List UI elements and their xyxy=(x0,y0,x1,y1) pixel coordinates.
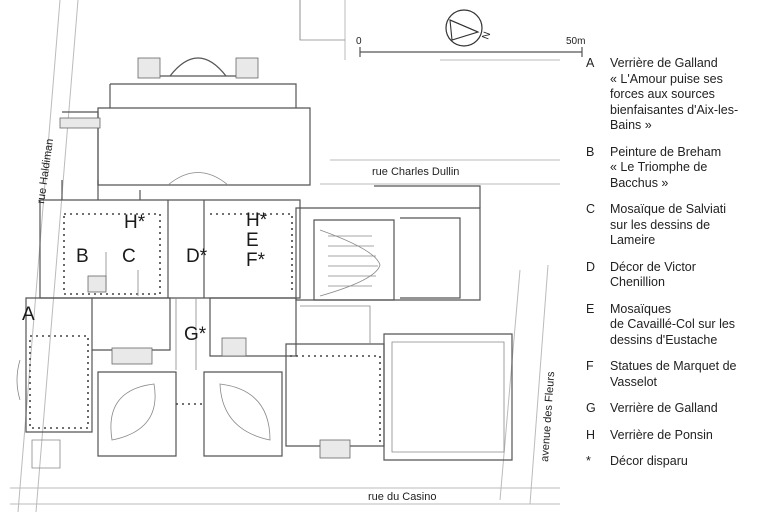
legend-item: * Décor disparu xyxy=(586,454,762,470)
street-label-casino: rue du Casino xyxy=(368,491,437,503)
legend-description: Verrière de Galland xyxy=(610,401,762,417)
legend-item: H Verrière de Ponsin xyxy=(586,428,762,444)
north-arrow-icon: N xyxy=(445,9,493,47)
legend-description: Décor disparu xyxy=(610,454,762,470)
legend-line: Statues de Marquet de xyxy=(610,359,737,373)
legend-line: Vasselot xyxy=(610,374,658,389)
north-label: N xyxy=(480,30,493,41)
legend-line: sur les dessins de xyxy=(610,217,711,232)
scale-end: 50m xyxy=(566,36,585,47)
legend-line: Verrière de Galland xyxy=(610,56,718,70)
legend-key: F xyxy=(586,359,594,373)
legend-line: Peinture de Breham xyxy=(610,144,722,159)
street-label-fleurs: avenue des Fleurs xyxy=(539,371,557,463)
legend-description: Verrière de Ponsin xyxy=(610,428,762,444)
garden-courts xyxy=(97,371,283,457)
label-e: E xyxy=(246,230,259,251)
theatre xyxy=(295,185,481,301)
label-d: D* xyxy=(186,246,208,267)
legend-line: Bacchus » xyxy=(610,175,669,190)
label-b: B xyxy=(76,246,89,267)
legend-line: Chenillion xyxy=(610,275,665,289)
legend-line: bienfaisantes d'Aix-les- xyxy=(610,102,739,117)
legend-line: Mosaïques xyxy=(610,301,672,316)
legend-line: de Cavaillé-Col sur les xyxy=(610,317,736,331)
lower-right-block xyxy=(285,305,513,461)
street-lines xyxy=(10,0,560,512)
legend-line: « L'Amour puise ses xyxy=(610,71,723,86)
right-central xyxy=(209,297,297,357)
scale-bar: 0 50m xyxy=(356,36,585,57)
legend-key: C xyxy=(586,202,596,216)
label-g: G* xyxy=(184,324,207,345)
legend-line: Bains » xyxy=(610,118,652,132)
left-wing xyxy=(16,297,171,469)
legend-line: forces aux sources xyxy=(610,87,715,101)
label-a: A xyxy=(22,304,35,325)
legend-key: E xyxy=(586,301,595,316)
street-label-dullin: rue Charles Dullin xyxy=(372,166,459,178)
legend-key: * xyxy=(586,454,591,468)
legend-key: D xyxy=(586,259,596,274)
scale-start: 0 xyxy=(356,36,362,47)
legend-line: dessins d'Eustache xyxy=(610,332,718,347)
central-halls xyxy=(39,180,301,370)
legend-line: Verrière de Ponsin xyxy=(610,427,713,442)
legend-line: Mosaïque de Salviati xyxy=(610,202,727,216)
legend-line: Décor de Victor xyxy=(610,259,696,274)
street-label-haldiman: rue Haldiman xyxy=(35,138,56,204)
legend-key: B xyxy=(586,144,595,159)
label-c: C xyxy=(122,246,136,267)
label-h-right: H* xyxy=(246,210,268,231)
legend-key: H xyxy=(586,427,596,442)
legend-item: G Verrière de Galland xyxy=(586,401,762,417)
legend-key: G xyxy=(586,401,596,415)
legend-key: A xyxy=(586,56,595,70)
label-f: F* xyxy=(246,250,266,271)
legend-line: « Le Triomphe de xyxy=(610,160,708,174)
rear-building xyxy=(59,57,311,186)
legend-line: Verrière de Galland xyxy=(610,401,718,415)
room-labels: A B C H* D* H* E F* G* xyxy=(22,210,268,345)
legend-line: Lameire xyxy=(610,233,656,247)
label-h-left: H* xyxy=(124,212,146,233)
legend-line: Décor disparu xyxy=(610,454,688,468)
